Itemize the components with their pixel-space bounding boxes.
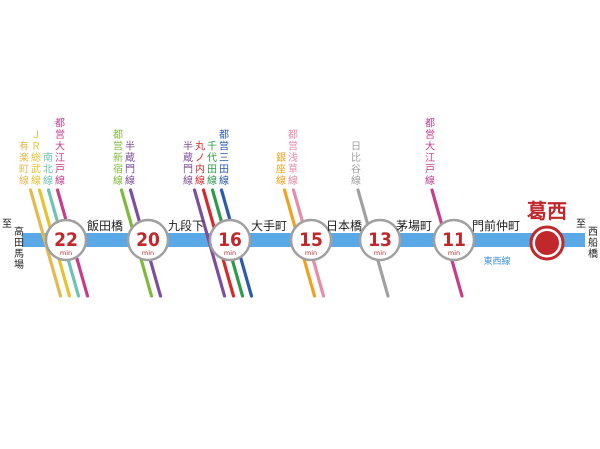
station-badge-ring [126,218,170,262]
transfer-line-label: 都営新宿線 [113,129,123,187]
travel-minutes: 15 [299,229,323,251]
transfer-line-label: 都営三田線 [219,129,229,187]
minutes-unit: min [60,249,72,257]
transfer-line-labels: 有楽町線ＪＲ総武線南北線都営大江戸線都営新宿線半蔵門線半蔵門線丸ノ内線千代田線都… [19,118,435,188]
transfer-line-label: 千代田線 [207,141,217,188]
transfer-line-label: 都営浅草線 [288,129,298,187]
transfer-line-label: 日比谷線 [351,142,361,188]
transfer-line-label: 南北線 [43,151,53,187]
travel-minutes: 11 [442,229,466,251]
travel-minutes: 20 [136,229,160,251]
station-badge-ring [358,218,402,262]
endpoint-text: 至高田馬場 [2,218,24,271]
station-name: 大手町 [251,219,287,233]
minutes-unit: min [305,249,317,257]
transfer-line-label: 都営大江戸線 [425,118,435,188]
transfer-line-label: 丸ノ内線 [195,140,205,188]
minutes-unit: min [224,249,236,257]
right-endpoint-label: 至西船橋 [576,218,598,260]
transfer-line-label: 有楽町線 [19,140,29,188]
endpoint-text: 至西船橋 [576,218,598,260]
travel-minutes: 22 [54,229,78,251]
station-name: 九段下 [168,218,204,233]
transfer-line-label: 銀座線 [276,151,286,187]
station-badge-ring [44,218,88,262]
station-name: 茅場町 [396,219,432,233]
transfer-line-label: 半蔵門線 [125,140,135,188]
stations: 22min飯田橋20min九段下16min大手町15min日本橋13min茅場町… [44,218,520,262]
destination-line-label: 東西線 [483,255,510,267]
station-badge-ring [208,218,252,262]
destination-station: 葛西 東西線 [483,199,567,267]
destination-marker [535,231,559,255]
minutes-unit: min [448,249,460,257]
minutes-unit: min [374,249,386,257]
minutes-unit: min [142,249,154,257]
station-badge-ring [432,218,476,262]
travel-minutes: 16 [218,229,242,251]
left-endpoint-label: 至高田馬場 [2,218,24,271]
transfer-line-label: ＪＲ総武線 [31,130,41,187]
station-name: 飯田橋 [87,218,123,233]
station-name: 門前仲町 [472,218,520,233]
transfer-line-label: 都営大江戸線 [55,118,65,188]
station-badge-ring [289,218,333,262]
transfer-line-label: 半蔵門線 [183,140,193,188]
travel-minutes: 13 [368,229,392,251]
station-name: 日本橋 [326,219,362,233]
destination-name: 葛西 [526,199,567,223]
